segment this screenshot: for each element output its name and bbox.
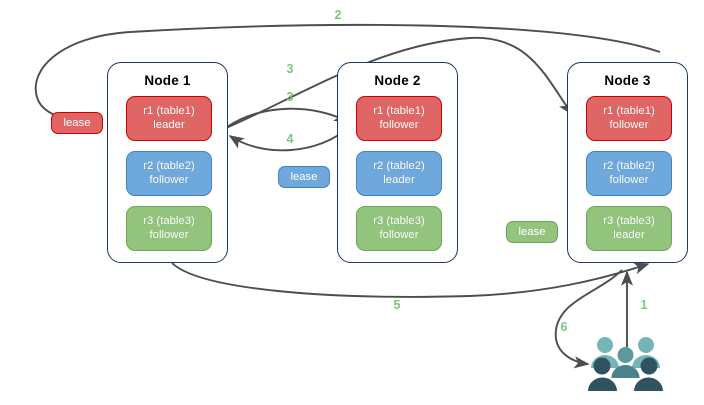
lease-badge-green[interactable]: lease — [506, 221, 558, 243]
replica-name: r2 (table2) — [603, 160, 655, 172]
replica-role: leader — [613, 228, 645, 241]
lease-badge-blue[interactable]: lease — [278, 166, 330, 188]
replica-role: follower — [379, 228, 419, 241]
replica-name: r3 (table3) — [373, 215, 425, 227]
replica-role: follower — [609, 118, 649, 131]
arrow-step-3-node2 — [226, 107, 350, 128]
arrow-step-6 — [554, 269, 623, 369]
replica-role: leader — [383, 173, 415, 186]
node-title: Node 3 — [604, 73, 651, 88]
step-label-6: 6 — [560, 320, 568, 334]
replica-name: r3 (table3) — [143, 215, 195, 227]
replica-node3-r1[interactable]: r1 (table1) follower — [586, 96, 672, 141]
node-title: Node 2 — [374, 73, 421, 88]
replica-role: follower — [149, 173, 189, 186]
step-label-4: 4 — [286, 132, 294, 146]
step-label-3b: 3 — [286, 90, 294, 104]
replica-node1-r1[interactable]: r1 (table1) leader — [126, 96, 212, 141]
node-panel-node2[interactable]: Node 2 r1 (table1) follower r2 (table2) … — [337, 62, 458, 263]
step-label-2: 2 — [334, 8, 342, 22]
replica-name: r2 (table2) — [143, 160, 195, 172]
replica-node3-r2[interactable]: r2 (table2) follower — [586, 151, 672, 196]
users-group-icon — [588, 337, 663, 391]
replica-node1-r2[interactable]: r2 (table2) follower — [126, 151, 212, 196]
replica-name: r1 (table1) — [143, 105, 195, 117]
step-label-5: 5 — [393, 298, 401, 312]
node-title: Node 1 — [144, 73, 191, 88]
arrow-step-3-node3 — [225, 37, 573, 129]
replica-name: r3 (table3) — [603, 215, 655, 227]
replica-node1-r3[interactable]: r3 (table3) follower — [126, 206, 212, 251]
replica-node2-r3[interactable]: r3 (table3) follower — [356, 206, 442, 251]
replica-name: r1 (table1) — [603, 105, 655, 117]
step-label-1: 1 — [640, 298, 648, 312]
replica-role: leader — [153, 118, 185, 131]
arrow-step-5 — [171, 262, 650, 298]
replica-role: follower — [379, 118, 419, 131]
arrow-step-2 — [34, 23, 661, 129]
replica-name: r2 (table2) — [373, 160, 425, 172]
replica-node2-r1[interactable]: r1 (table1) follower — [356, 96, 442, 141]
node-panel-node3[interactable]: Node 3 r1 (table1) follower r2 (table2) … — [567, 62, 688, 263]
lease-badge-red[interactable]: lease — [51, 112, 103, 134]
node-panel-node1[interactable]: Node 1 r1 (table1) leader r2 (table2) fo… — [107, 62, 228, 263]
replica-node3-r3[interactable]: r3 (table3) leader — [586, 206, 672, 251]
replica-node2-r2[interactable]: r2 (table2) leader — [356, 151, 442, 196]
replica-name: r1 (table1) — [373, 105, 425, 117]
replica-role: follower — [149, 228, 189, 241]
step-label-3a: 3 — [286, 62, 294, 76]
replica-role: follower — [609, 173, 649, 186]
